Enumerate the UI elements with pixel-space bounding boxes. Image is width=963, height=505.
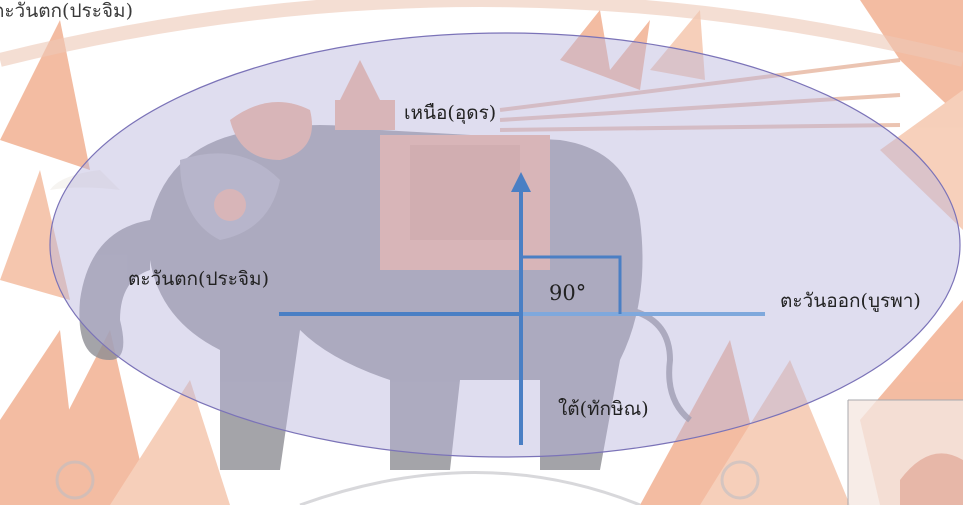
south-label: ใต้(ทักษิณ) [558, 400, 649, 419]
top-caption: ตะวันตก(ประจิม) [0, 2, 133, 21]
west-label: ตะวันตก(ประจิม) [128, 270, 269, 289]
compass-ellipse [50, 33, 960, 457]
east-label: ตะวันออก(บูรพา) [780, 292, 921, 311]
angle-label: 90° [549, 283, 586, 304]
north-label: เหนือ(อุดร) [404, 104, 496, 123]
